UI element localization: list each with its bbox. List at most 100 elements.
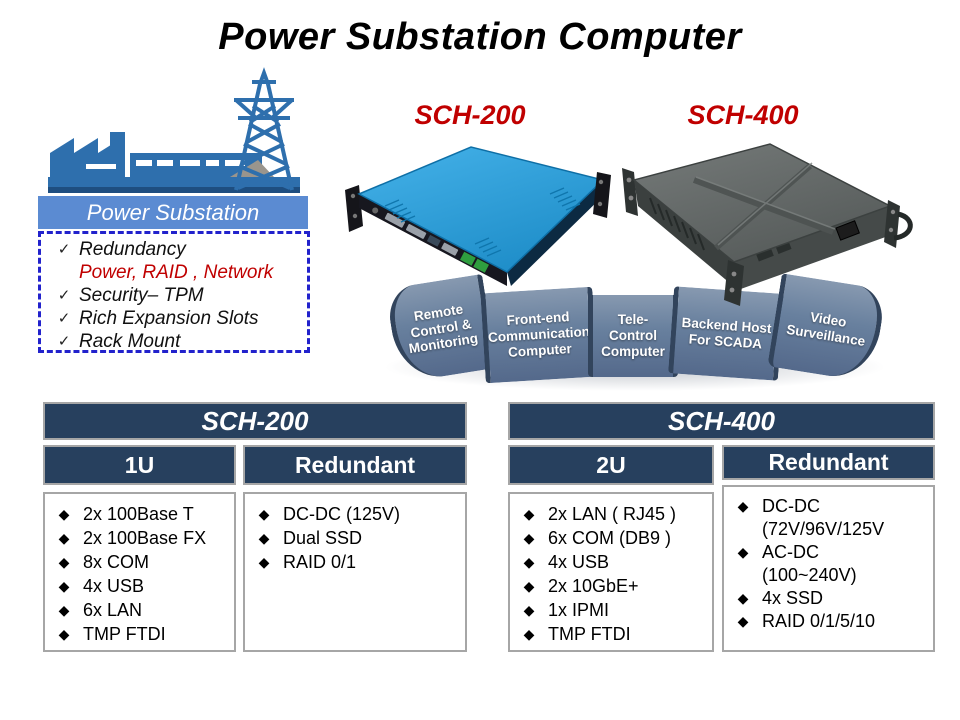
check-icon: ✓ (57, 333, 71, 350)
column-header: 1U (43, 445, 236, 485)
spec-item: ◆TMP FTDI (510, 622, 712, 646)
column-header: Redundant (722, 445, 935, 480)
spec-item-label: 4x SSD (762, 588, 824, 608)
spec-item: ◆ 2x LAN ( RJ45 ) (510, 502, 712, 526)
power-substation-icon (48, 67, 300, 193)
spec-item-label: 2x 10GbE+ (548, 576, 639, 596)
check-spacer (49, 261, 79, 284)
column-body: ◆ 2x 100Base T ◆ 2x 100Base FX ◆ 8x COM ◆ 4x US… (43, 492, 236, 652)
product-label-sch200: SCH-200 (414, 100, 526, 130)
spec-item: ◆ Dual SSD (245, 526, 465, 550)
diamond-bullet-icon: ◆ (58, 602, 70, 618)
diamond-bullet-icon: ◆ (737, 613, 749, 629)
ribbon-segment: Front-end Communication Computer (480, 286, 598, 384)
spec-item-label: RAID 0/1/5/10 (762, 611, 876, 631)
table-columns: 2U◆2x LAN ( RJ45 )◆6x COM (DB9 )◆4x USB◆… (508, 445, 935, 652)
spec-item-label: 6x COM (DB9 ) (548, 528, 672, 548)
diamond-bullet-icon: ◆ (258, 530, 270, 546)
spec-item: ◆4x USB (510, 550, 712, 574)
check-icon: ✓ (57, 241, 71, 258)
spec-column: Redundant ◆ DC-DC (125V) ◆ Dual SSD ◆ RAID 0/1 (243, 445, 467, 652)
feature-label: Redundancy (79, 239, 186, 260)
diamond-bullet-icon: ◆ (523, 554, 535, 570)
spec-item: ◆ TMP FTDI (45, 622, 234, 646)
diamond-bullet-icon: ◆ (737, 544, 749, 560)
spec-table-sch400: SCH-400 2U ◆ 2x LAN ( RJ45 ) ◆ 6x COM (DB9 )… (508, 402, 935, 652)
spec-item-label: 2x LAN ( RJ45 ) (548, 504, 677, 524)
diamond-bullet-icon: ◆ (523, 602, 535, 618)
table-title: SCH-400 (508, 402, 935, 440)
column-header: Redundant (243, 445, 467, 485)
spec-item: ◆ DC-DC (125V) (245, 502, 465, 526)
ribbon-segment: Tele-Control Computer (588, 295, 678, 377)
spec-item-label: DC-DC (125V) (283, 504, 401, 524)
ribbon-segment-label: Tele-Control Computer (601, 312, 665, 359)
diamond-bullet-icon: ◆ (523, 626, 535, 642)
column-body: ◆ DC-DC (125V) ◆ Dual SSD ◆ RAID 0/1 (243, 492, 467, 652)
spec-column: 1U ◆ 2x 100Base T ◆ 2x 100Base FX ◆ 8x COM ◆ 4x … (43, 445, 236, 652)
spec-item: ◆ 6x LAN (45, 598, 234, 622)
spec-item-label: Dual SSD (283, 528, 363, 548)
page-title: Power Substation Computer (218, 16, 742, 58)
spec-item-label: TMP FTDI (83, 624, 166, 644)
diamond-bullet-icon: ◆ (58, 506, 70, 522)
feature-label: Rack Mount (79, 331, 181, 352)
spec-item: ◆ 1x IPMI (510, 598, 712, 622)
diamond-bullet-icon: ◆ (58, 554, 70, 570)
ribbon-segment-label: Remote Control & Monitoring (407, 301, 480, 357)
spec-item-label: 2x 100Base T (83, 504, 194, 524)
product-label-sch400: SCH-400 (687, 100, 799, 130)
ribbon-segment-label: Backend Host For SCADA (681, 314, 773, 352)
spec-item: ◆ DC-DC (72V/96V/125V (724, 495, 933, 541)
spec-item-label: 8x COM (83, 552, 150, 572)
diamond-bullet-icon: ◆ (737, 590, 749, 606)
spec-item-label: AC-DC (100~240V) (762, 542, 857, 585)
diamond-bullet-icon: ◆ (258, 506, 270, 522)
feature-item: ✓ Redundancy (49, 238, 303, 261)
feature-label: Security– TPM (79, 285, 204, 306)
spec-item: ◆ 8x COM (45, 550, 234, 574)
spec-item: ◆ 4x SSD (724, 587, 933, 610)
spec-item: ◆ RAID 0/1/5/10 (724, 610, 933, 633)
spec-item: ◆ 2x 100Base T (45, 502, 234, 526)
spec-item: ◆ 6x COM (DB9 ) (510, 526, 712, 550)
sch-200-product-image (345, 146, 611, 286)
diamond-bullet-icon: ◆ (258, 554, 270, 570)
ribbon-segment-label: Front-end Communication Computer (487, 309, 591, 360)
check-icon: ✓ (57, 287, 71, 304)
spec-column: Redundant ◆ DC-DC (72V/96V/125V ◆ AC-DC (100… (722, 445, 935, 652)
feature-label: Rich Expansion Slots (79, 308, 259, 329)
feature-item: ✓ Rack Mount (49, 330, 303, 353)
diamond-bullet-icon: ◆ (523, 578, 535, 594)
spec-item-label: 6x LAN (83, 600, 143, 620)
diamond-bullet-icon: ◆ (737, 498, 749, 514)
spec-item-label: 4x USB (83, 576, 145, 596)
spec-item: ◆ 2x 100Base FX (45, 526, 234, 550)
spec-item-label: DC-DC (72V/96V/125V (762, 496, 885, 539)
ribbon-segment-label: Video Surveillance (785, 309, 867, 350)
diamond-bullet-icon: ◆ (523, 506, 535, 522)
column-body: ◆ DC-DC (72V/96V/125V ◆ AC-DC (100~240V) ◆ 4x… (722, 485, 935, 652)
table-title: SCH-200 (43, 402, 467, 440)
spec-column: 2U◆2x LAN ( RJ45 )◆6x COM (DB9 )◆4x USB◆… (508, 445, 714, 652)
diamond-bullet-icon: ◆ (523, 530, 535, 546)
spec-item: ◆ 4x USB (45, 574, 234, 598)
feature-item: ✓ Security– TPM (49, 284, 303, 307)
diamond-bullet-icon: ◆ (58, 578, 70, 594)
feature-label: Power, RAID , Network (79, 262, 274, 283)
spec-table-sch200: SCH-200 1U ◆ 2x 100Base T ◆ 2x 100Base FX ◆ 8x… (43, 402, 467, 652)
feature-item: Power, RAID , Network (49, 261, 303, 284)
spec-item: ◆ 2x 10GbE+ (510, 574, 712, 598)
feature-item: ✓ Rich Expansion Slots (49, 307, 303, 330)
spec-item-label: RAID 0/1 (283, 552, 357, 572)
check-icon: ✓ (57, 310, 71, 327)
diamond-bullet-icon: ◆ (58, 626, 70, 642)
spec-item-label: 1x IPMI (548, 600, 610, 620)
spec-item: ◆ AC-DC (100~240V) (724, 541, 933, 587)
diamond-bullet-icon: ◆ (58, 530, 70, 546)
column-header: 2U (508, 445, 714, 485)
substation-banner: Power Substation (38, 196, 308, 229)
spec-item-label: 2x 100Base FX (83, 528, 207, 548)
